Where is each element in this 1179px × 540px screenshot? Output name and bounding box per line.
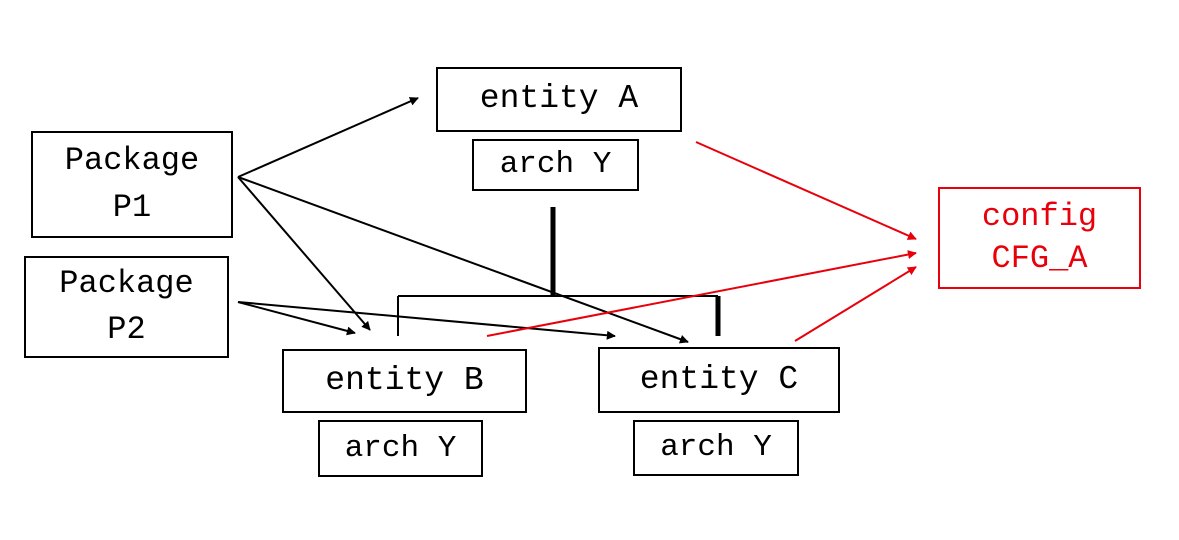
arrow-p2-to-entity-b [237,301,356,336]
hierarchy-connector [397,207,721,336]
entity-a-label: entity A [479,80,639,118]
package-p2-box: Package P2 [24,256,229,358]
config-cfg-a-box: config CFG_A [938,187,1141,289]
entity-c-box: entity C [598,347,840,413]
package-p2-line2: P2 [107,311,146,348]
package-p1-line2: P1 [112,188,152,226]
entity-b-label: entity B [325,361,484,399]
entity-c-arch-box: arch Y [633,420,799,476]
entity-a-arch-box: arch Y [472,139,639,191]
entity-a-box: entity A [436,67,682,132]
arrow-p1-to-entity-b [237,176,371,331]
config-line1: config [981,198,1098,236]
arrow-p1-to-entity-c [237,176,689,344]
arrow-entity-a-to-config [695,141,917,240]
entity-b-box: entity B [282,349,527,413]
package-p1-box: Package P1 [31,131,233,238]
arrow-entity-b-to-config [486,250,917,337]
package-p2-line1: Package [59,264,194,302]
arrow-p1-to-entity-a [237,97,419,178]
entity-c-arch-label: arch Y [660,430,772,466]
config-line2: CFG_A [991,240,1088,277]
arrow-entity-c-to-config [794,266,917,342]
package-p1-line1: Package [64,142,200,180]
entity-b-arch-label: arch Y [344,430,457,466]
entity-b-arch-box: arch Y [318,420,483,477]
entity-a-arch-label: arch Y [499,147,612,183]
arrow-p2-to-entity-c [237,301,616,340]
entity-c-label: entity C [639,360,799,398]
